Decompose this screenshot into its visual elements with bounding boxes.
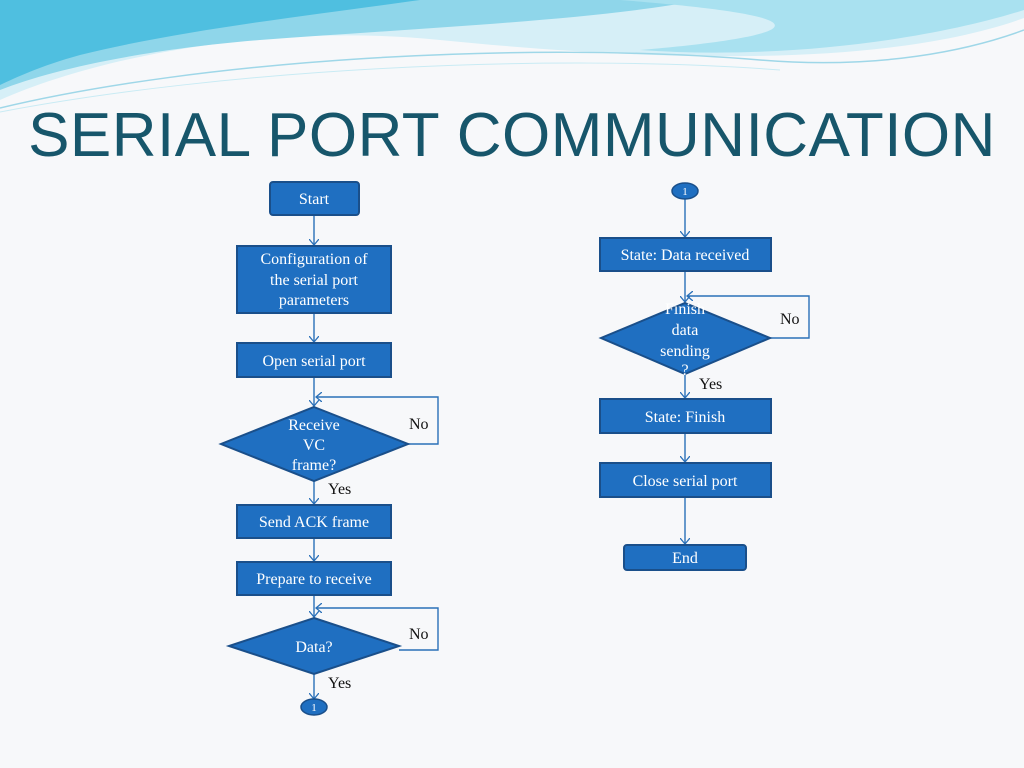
page-title: SERIAL PORT COMMUNICATION [28, 101, 996, 170]
node-end: End [623, 544, 747, 571]
decision-receive-vc-line-3: frame? [292, 457, 336, 474]
decision-receive-vc-line-1: Receive [288, 417, 340, 434]
node-state-finish: State: Finish [599, 398, 772, 434]
connector-in: 1 [671, 182, 699, 200]
node-open-port-label: Open serial port [262, 353, 366, 370]
decision-receive-vc-line-2: VC [303, 437, 325, 454]
decision-finish-sending-line-2: data [672, 322, 699, 339]
decision-finish-sending-line-4: ? [681, 362, 688, 379]
decision-data-label: Data? [295, 639, 332, 656]
node-start: Start [269, 181, 360, 216]
node-state-received: State: Data received [599, 237, 772, 272]
node-open-port: Open serial port [236, 342, 392, 378]
decision-receive-vc: Receive VC frame? [218, 405, 411, 483]
left-arrows [314, 215, 439, 699]
connector-out-label: 1 [311, 702, 317, 714]
label-no-data: No [409, 626, 429, 643]
node-prepare: Prepare to receive [236, 561, 392, 596]
node-config-line-2: the serial port [270, 272, 359, 289]
decision-finish-sending-line-3: sending [660, 343, 710, 360]
decision-finish-sending: Finish data sending ? [598, 301, 773, 379]
label-no-receive-vc: No [409, 416, 429, 433]
label-yes-data: Yes [328, 675, 351, 692]
connector-in-label: 1 [682, 186, 688, 198]
node-state-received-label: State: Data received [621, 247, 750, 264]
node-end-label: End [672, 550, 698, 567]
node-prepare-label: Prepare to receive [256, 571, 371, 588]
decision-data: Data? [225, 616, 403, 676]
node-send-ack-label: Send ACK frame [259, 514, 369, 531]
header-wave-decoration [0, 0, 1024, 113]
node-close-port: Close serial port [599, 462, 772, 498]
node-close-port-label: Close serial port [633, 473, 738, 490]
node-state-finish-label: State: Finish [645, 409, 725, 426]
node-start-label: Start [299, 191, 330, 208]
right-arrows [685, 199, 810, 544]
node-config: Configuration of the serial port paramet… [236, 245, 392, 314]
node-config-line-3: parameters [279, 292, 349, 309]
decision-finish-sending-line-1: Finish [665, 301, 705, 318]
label-yes-finish: Yes [699, 376, 722, 393]
node-config-line-1: Configuration of [260, 251, 368, 268]
node-send-ack: Send ACK frame [236, 504, 392, 539]
connector-out: 1 [300, 698, 328, 716]
label-yes-receive-vc: Yes [328, 481, 351, 498]
label-no-finish: No [780, 311, 800, 328]
